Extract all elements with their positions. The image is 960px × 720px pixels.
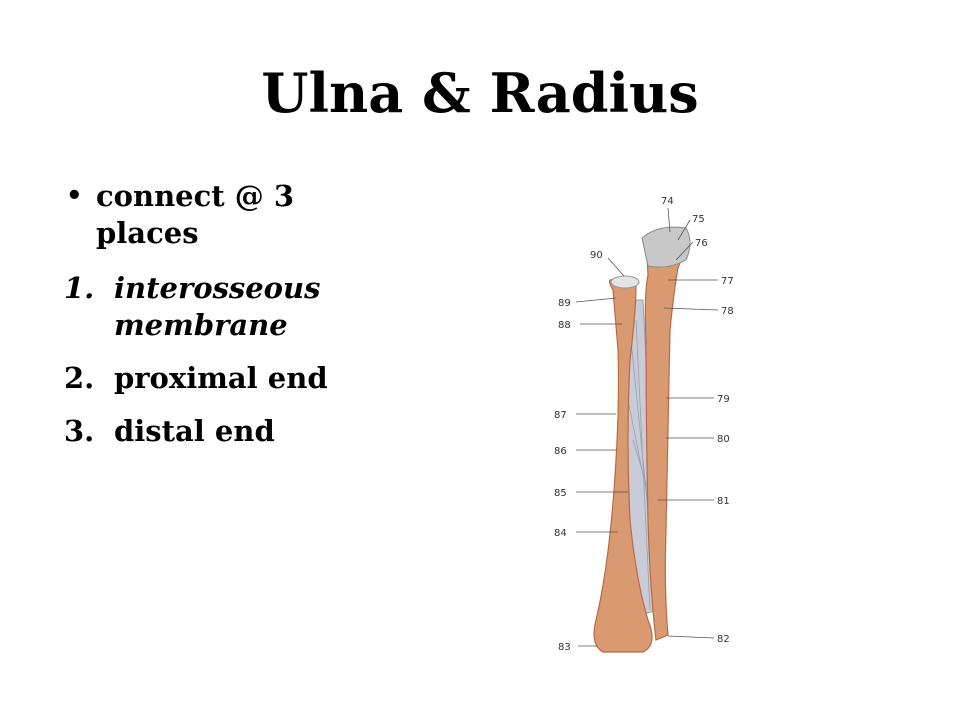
figure-label: 87 (554, 410, 567, 421)
item-text: distal end (114, 414, 275, 448)
olecranon (641, 226, 691, 268)
item-text: interosseous membrane (114, 271, 321, 342)
figure-label: 88 (558, 320, 571, 331)
figure-label: 77 (721, 276, 734, 287)
figure-label: 74 (661, 196, 674, 207)
figure-label: 83 (558, 642, 571, 653)
item-number: 2. (64, 361, 95, 395)
radius-bone (593, 279, 653, 653)
item-number: 3. (64, 414, 95, 448)
figure-label: 86 (554, 446, 567, 457)
figure-label: 76 (695, 238, 708, 249)
bullet-dot-icon: • (66, 181, 83, 211)
radial-head (610, 275, 640, 289)
bullet-list: • connect @ 3 places 1. interosseous mem… (64, 178, 384, 466)
figure-label: 85 (554, 488, 567, 499)
numbered-item: 1. interosseous membrane (64, 270, 384, 344)
bone-diagram: 74 75 76 77 78 79 80 81 82 89 88 87 86 8… (554, 196, 734, 653)
figure-label: 81 (717, 496, 730, 507)
item-text: proximal end (114, 361, 328, 395)
figure-label: 84 (554, 528, 567, 539)
slide-title: Ulna & Radius (261, 61, 699, 125)
bullet-item: • connect @ 3 places (64, 178, 384, 252)
item-number: 1. (64, 271, 95, 305)
figure-label: 79 (717, 394, 730, 405)
figure-label: 78 (721, 306, 734, 317)
ulna-radius-illustration: 74 75 76 77 78 79 80 81 82 89 88 87 86 8… (518, 190, 778, 670)
bullet-text: connect @ 3 places (96, 179, 295, 250)
figure-label: 90 (590, 250, 603, 261)
figure-label: 89 (558, 298, 571, 309)
figure-label: 75 (692, 214, 705, 225)
figure-label: 82 (717, 634, 730, 645)
leader-lines (575, 207, 719, 647)
numbered-item: 3. distal end (64, 413, 384, 450)
figure-label: 80 (717, 434, 730, 445)
ulna-bone (644, 229, 684, 641)
membrane-fibers (625, 319, 659, 611)
numbered-item: 2. proximal end (64, 360, 384, 397)
